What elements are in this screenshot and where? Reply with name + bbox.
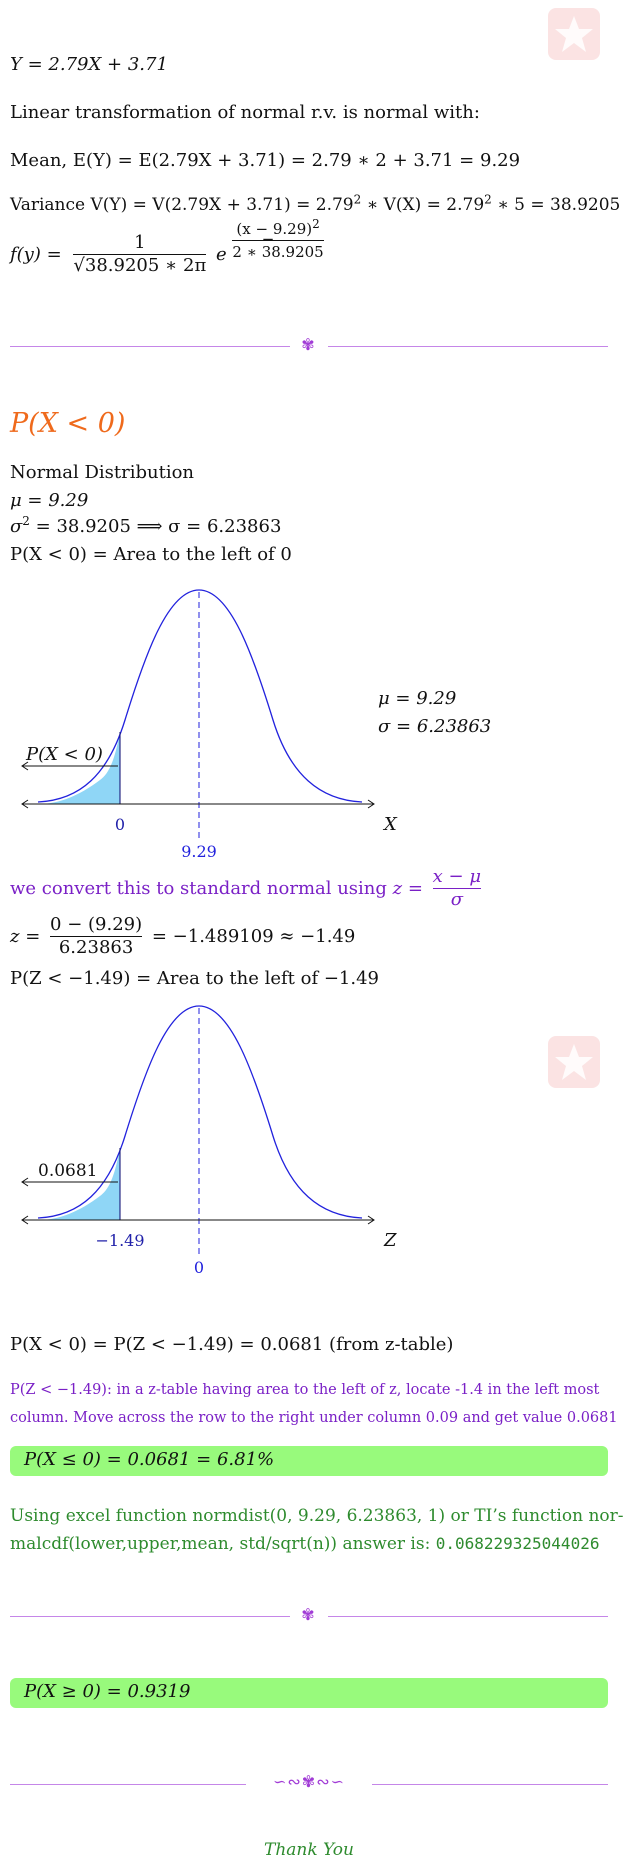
separator-flower-icon: ✾ <box>301 335 315 354</box>
convert-denominator: σ <box>432 888 482 911</box>
area-pointer-arrow <box>21 1177 29 1187</box>
pdf-numerator: 1 <box>134 232 146 253</box>
variance-line: Variance V(Y) = V(2.79X + 3.71) = 2.792 … <box>10 192 621 215</box>
x-tick-0: 0 <box>115 815 125 834</box>
answer-1: P(X ≤ 0) = 0.0681 = 6.81% <box>24 1449 275 1470</box>
x-axis-right-arrow <box>367 799 375 809</box>
normal-curve-chart-x: P(X < 0) 0 9.29 X μ = 9.29 σ = 6.23863 <box>21 589 491 861</box>
answer-box-2: P(X ≥ 0) = 0.9319 <box>10 1678 608 1708</box>
convert-z: z = <box>392 878 423 899</box>
ztable-note-2: column. Move across the row to the right… <box>10 1410 618 1426</box>
bell-curve <box>37 1005 363 1219</box>
logo-icon <box>548 1036 600 1088</box>
ornament-line-left <box>10 1784 246 1785</box>
linear-note: Linear transformation of normal r.v. is … <box>10 102 480 123</box>
shaded-area <box>38 1148 120 1220</box>
area-label: P(X < 0) <box>25 744 103 765</box>
pdf-e: e <box>216 244 227 265</box>
convert-line: we convert this to standard normal using… <box>10 866 482 911</box>
normal-curve-chart-z: 0.0681 −1.49 0 Z <box>21 1005 397 1277</box>
excel-line-2: malcdf(lower,upper,mean, std/sqrt(n)) an… <box>10 1534 599 1554</box>
separator-left <box>10 1616 290 1617</box>
sigma-line: σ2 = 38.9205 ⟹ σ = 6.23863 <box>10 514 282 537</box>
pdf-lhs: f(y) = <box>10 244 62 265</box>
result-line: P(X < 0) = P(Z < −1.49) = 0.0681 (from z… <box>10 1334 454 1355</box>
axis-label: Z <box>383 1230 397 1251</box>
excel-text: malcdf(lower,upper,mean, std/sqrt(n)) an… <box>10 1534 436 1554</box>
ornament-line-right <box>372 1784 608 1785</box>
shaded-area <box>38 732 120 804</box>
separator-right <box>328 346 608 347</box>
pdf-formula: f(y) = 1 √38.9205 ∗ 2π e − (x − 9.29)2 2… <box>10 218 324 277</box>
variance-exp-2: 2 <box>484 192 492 207</box>
area-z-line: P(Z < −1.49) = Area to the left of −1.49 <box>10 968 379 989</box>
pdf-exp-sign: − <box>261 230 275 248</box>
y-equation: Y = 2.79X + 3.71 <box>10 54 168 75</box>
zcalc-rhs: = −1.489109 ≈ −1.49 <box>151 926 356 947</box>
zcalc-numerator: 0 − (9.29) <box>50 914 143 935</box>
area-line: P(X < 0) = Area to the left of 0 <box>10 544 292 565</box>
sigma-rest: = 38.9205 ⟹ σ = 6.23863 <box>29 516 282 537</box>
sigma-annotation: σ = 6.23863 <box>378 716 491 737</box>
bell-curve <box>37 589 363 803</box>
mean-tick: 0 <box>194 1258 204 1277</box>
answer-box-1: P(X ≤ 0) = 0.0681 = 6.81% <box>10 1446 608 1476</box>
variance-exp-1: 2 <box>353 192 362 207</box>
separator-left <box>10 346 290 347</box>
separator-right <box>328 1616 608 1617</box>
pdf-exp-square: 2 <box>312 217 320 231</box>
thank-you: Thank You <box>263 1840 354 1860</box>
variance-prefix: Variance V(Y) = V(2.79X + 3.71) = 2.79 <box>10 195 354 215</box>
distribution-name: Normal Distribution <box>10 462 195 483</box>
variance-suffix: ∗ 5 = 38.9205 <box>491 195 621 215</box>
pdf-denominator: √38.9205 ∗ 2π <box>73 254 207 276</box>
z-calculation: z = 0 − (9.29) 6.23863 = −1.489109 ≈ −1.… <box>10 914 355 959</box>
ztable-note-1: P(Z < −1.49): in a z-table having area t… <box>10 1382 600 1398</box>
sigma-square: 2 <box>22 514 30 528</box>
answer-2: P(X ≥ 0) = 0.9319 <box>24 1681 191 1702</box>
zcalc-denominator: 6.23863 <box>50 936 143 959</box>
section-heading: P(X < 0) <box>10 408 126 439</box>
zcalc-fraction: 0 − (9.29) 6.23863 <box>50 914 143 959</box>
logo-icon <box>548 8 600 60</box>
z-tick-neg: −1.49 <box>95 1231 144 1250</box>
axis-label: X <box>382 814 398 835</box>
mean-line: Mean, E(Y) = E(2.79X + 3.71) = 2.79 ∗ 2 … <box>10 150 521 171</box>
z-axis-right-arrow <box>367 1215 375 1225</box>
area-label: 0.0681 <box>38 1161 97 1181</box>
excel-line-1: Using excel function normdist(0, 9.29, 6… <box>10 1506 624 1526</box>
separator-flower-icon: ✾ <box>301 1605 315 1624</box>
area-pointer-arrow <box>21 761 29 771</box>
mu-line: μ = 9.29 <box>10 490 89 511</box>
convert-text: we convert this to standard normal using <box>10 878 393 899</box>
pdf-exponent: − (x − 9.29)2 2 ∗ 38.9205 <box>232 217 324 263</box>
ornament-icon: ∽∾✾∾∽ <box>272 1772 346 1791</box>
convert-numerator: x − μ <box>432 866 482 887</box>
excel-value: 0.068229325044026 <box>435 1534 600 1553</box>
x-axis-left-arrow <box>21 799 29 809</box>
mu-annotation: μ = 9.29 <box>378 688 456 709</box>
mean-tick: 9.29 <box>181 842 217 861</box>
variance-mid: ∗ V(X) = 2.79 <box>361 195 485 215</box>
zcalc-lhs: z = <box>10 926 41 947</box>
pdf-exp-numerator: (x − 9.29) <box>236 220 313 238</box>
sigma-symbol: σ <box>10 516 23 537</box>
pdf-exp-denominator: 2 ∗ 38.9205 <box>232 240 324 263</box>
convert-fraction: x − μ σ <box>432 866 482 911</box>
pdf-fraction: 1 √38.9205 ∗ 2π <box>73 232 207 277</box>
z-axis-left-arrow <box>21 1215 29 1225</box>
